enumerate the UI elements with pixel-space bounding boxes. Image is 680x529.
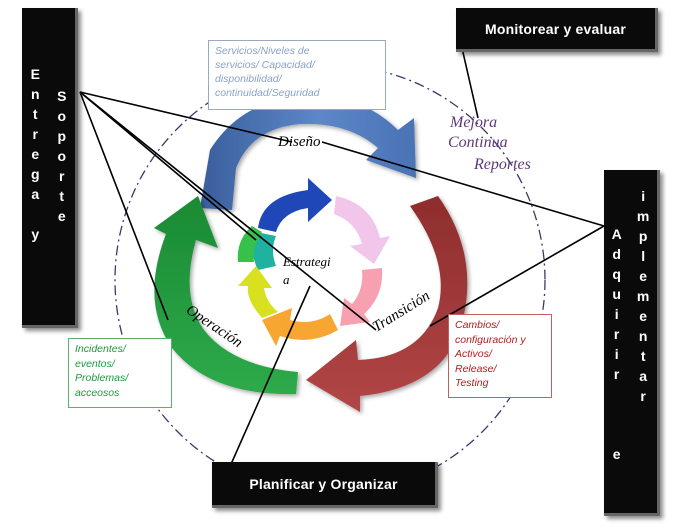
entrega-letter: a xyxy=(31,186,40,202)
strategy-label-line1: Estrategi xyxy=(283,254,331,269)
adquirir-letter: r xyxy=(613,326,620,342)
planificar-organizar-box: Planificar y Organizar xyxy=(212,462,438,508)
adquirir-letter: i xyxy=(614,346,619,362)
changes-info-box: Cambios/ configuración y Activos/ Releas… xyxy=(448,314,552,398)
services-line: servicios/ Capacidad/ xyxy=(215,59,315,71)
adquirir-letter: e xyxy=(612,446,621,462)
strategy-label-line2: a xyxy=(283,272,290,287)
soporte-letter: S xyxy=(57,88,67,104)
line-soporte-diseno xyxy=(79,91,293,143)
implementar-column: i m p l e m e n t a r xyxy=(637,182,649,513)
entrega-letter: E xyxy=(30,66,40,82)
soporte-column: S o p o r t e xyxy=(57,64,66,325)
inner-arrow-green xyxy=(237,226,262,262)
changes-line: Release/ xyxy=(455,362,497,375)
inner-arrow-pink xyxy=(334,196,390,264)
implementar-letter: e xyxy=(639,308,648,324)
changes-line: Testing xyxy=(455,377,489,389)
changes-line: Cambios/ xyxy=(455,319,500,331)
line-monitor-mejora xyxy=(461,47,479,119)
line-adquirir-transicion xyxy=(429,225,605,327)
inner-arrow-blue xyxy=(258,178,332,232)
soporte-letter: r xyxy=(59,168,65,184)
monitorear-evaluar-box: Monitorear y evaluar xyxy=(456,8,658,52)
implementar-letter: e xyxy=(639,268,648,284)
incidents-line: Incidentes/ xyxy=(75,343,126,355)
entrega-letter: y xyxy=(31,226,40,242)
adquirir-implementar-box: A d q u i r i r e i m p l e m e n t a r xyxy=(604,170,660,516)
adquirir-letter: i xyxy=(614,306,619,322)
soporte-letter: o xyxy=(57,108,67,124)
transition-arrow xyxy=(306,196,468,412)
soporte-letter: p xyxy=(57,128,67,144)
design-arrow xyxy=(200,95,416,210)
adquirir-letter: r xyxy=(613,366,620,382)
inner-arrow-orange xyxy=(262,308,338,346)
continua-label: Continua xyxy=(448,134,508,151)
changes-line: configuración y xyxy=(455,333,526,346)
incidents-line: eventos/ xyxy=(75,357,115,370)
implementar-letter: p xyxy=(638,228,648,244)
implementar-letter: i xyxy=(641,188,646,204)
line-soporte-estrategia xyxy=(79,91,257,241)
implementar-letter: l xyxy=(641,248,646,264)
implementar-letter: m xyxy=(636,208,650,224)
entrega-letter: n xyxy=(30,86,40,102)
line-soporte-transicion xyxy=(79,91,377,331)
line-soporte-operacion xyxy=(79,91,169,321)
entrega-column: E n t r e g a y xyxy=(31,64,40,325)
implementar-letter: m xyxy=(636,288,650,304)
services-line: Servicios/Niveles de xyxy=(215,45,310,57)
changes-line: Activos/ xyxy=(455,348,492,360)
operation-arrow xyxy=(154,196,298,395)
services-info-box: Servicios/Niveles de servicios/ Capacida… xyxy=(208,40,386,110)
reportes-label: Reportes xyxy=(474,156,531,173)
adquirir-letter: d xyxy=(612,246,621,262)
services-line: continuidad/Seguridad xyxy=(215,87,320,99)
entrega-soporte-box: E n t r e g a y S o p o r t e xyxy=(22,8,78,328)
implementar-letter: n xyxy=(638,328,648,344)
services-line: disponibilidad/ xyxy=(215,73,282,85)
adquirir-letter: A xyxy=(611,226,622,242)
soporte-letter: o xyxy=(57,148,67,164)
planificar-organizar-label: Planificar y Organizar xyxy=(249,475,398,492)
entrega-letter: e xyxy=(31,146,40,162)
inner-arrow-yellow xyxy=(238,266,278,318)
mejora-label: Mejora xyxy=(450,114,498,131)
incidents-line: Problemas/ xyxy=(75,372,129,384)
implementar-letter: r xyxy=(640,388,646,404)
soporte-letter: t xyxy=(59,188,65,204)
incidents-info-box: Incidentes/ eventos/ Problemas/ acceosos xyxy=(68,338,172,408)
entrega-letter: g xyxy=(30,166,40,182)
strategy-cycle xyxy=(237,178,390,346)
adquirir-letter: q xyxy=(612,266,621,282)
line-adquirir-diseno xyxy=(321,141,605,227)
adquirir-column: A d q u i r i r e xyxy=(612,182,622,513)
adquirir-letter: u xyxy=(612,286,621,302)
outer-dashed-circle xyxy=(114,64,546,496)
inner-arrow-teal xyxy=(252,232,276,270)
entrega-letter: r xyxy=(32,126,38,142)
design-label: Diseño xyxy=(278,134,321,150)
implementar-letter: t xyxy=(640,348,646,364)
implementar-letter: a xyxy=(639,368,648,384)
monitorear-evaluar-label: Monitorear y evaluar xyxy=(485,20,626,37)
entrega-letter: t xyxy=(32,106,38,122)
incidents-line: acceosos xyxy=(75,386,120,399)
soporte-letter: e xyxy=(57,208,66,224)
inner-arrow-rose xyxy=(340,268,383,326)
